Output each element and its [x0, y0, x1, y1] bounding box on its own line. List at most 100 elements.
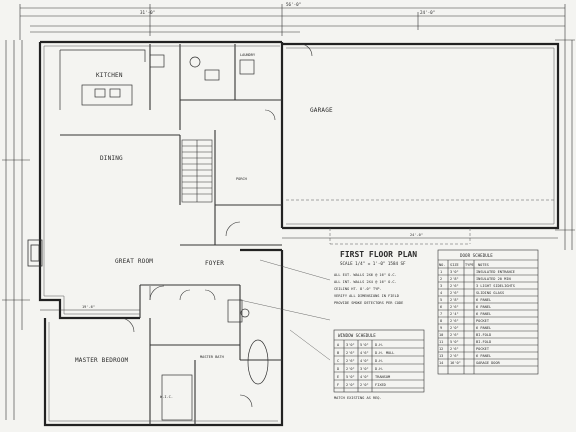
note-4: VERIFY ALL DIMENSIONS IN FIELD	[334, 294, 399, 298]
window-row-width: 2'6"	[346, 359, 355, 363]
door-row-notes: 6 PANEL	[476, 298, 491, 302]
door-row-notes: POCKET	[476, 347, 490, 351]
left-dimension: 31'-0"	[140, 10, 155, 15]
garage-label: GARAGE	[310, 107, 333, 114]
window-schedule-note: MATCH EXISTING AS REQ.	[334, 396, 382, 400]
window-row-mark: C	[337, 359, 339, 363]
right-dimension-lines	[555, 39, 575, 250]
door-row-size: 2'4"	[450, 312, 459, 316]
door-row-no: 9	[440, 326, 442, 330]
door-row-notes: GARAGE DOOR	[476, 361, 501, 365]
door-row-no: 10	[439, 333, 443, 337]
window-row-type: TRANSOM	[375, 375, 391, 379]
window-schedule-table	[333, 329, 425, 393]
door-row-no: 6	[440, 305, 442, 309]
door-row-notes: 6 PANEL	[476, 326, 491, 330]
door-row-no: 4	[440, 291, 442, 295]
left-bottom-dimension: 19'-6"	[82, 305, 95, 309]
door-row-no: 8	[440, 319, 442, 323]
leader-lines	[239, 259, 331, 361]
door-row-notes: SLIDING GLASS	[476, 291, 504, 295]
note-1: ALL EXT. WALLS 2X6 @ 16" O.C.	[334, 273, 397, 277]
window-row-mark: B	[337, 351, 339, 355]
door-header-no: NO.	[439, 263, 446, 267]
door-row-no: 2	[440, 277, 442, 281]
foyer-label: FOYER	[205, 260, 224, 267]
door-row-notes: 6 PANEL	[476, 354, 491, 358]
door-swings	[119, 43, 313, 408]
window-row-type: FIXED	[375, 383, 386, 387]
door-row-size: 2'6"	[450, 333, 459, 337]
master-bath-label: MASTER BATH	[200, 355, 224, 359]
window-row-height: 3'0"	[360, 367, 369, 371]
door-row-notes: 6 PANEL	[476, 305, 491, 309]
garage-bottom-dimension: 24'-0"	[410, 233, 423, 237]
door-row-no: 5	[440, 298, 442, 302]
door-row-notes: BI-FOLD	[476, 333, 491, 337]
laundry-label: LAUNDRY	[240, 53, 256, 57]
door-row-size: 2'6"	[450, 354, 459, 358]
door-header-type: TYPE	[465, 263, 474, 267]
door-row-size: 2'8"	[450, 277, 459, 281]
top-dimension-lines	[19, 4, 566, 40]
window-row-width: 5'0"	[346, 375, 355, 379]
bath-fixtures	[161, 299, 269, 421]
door-row-notes: 3 LIGHT SIDELIGHTS	[476, 284, 515, 288]
door-row-size: 2'6"	[450, 347, 459, 351]
window-row-width: 3'0"	[346, 343, 355, 347]
door-row-size: 2'6"	[450, 319, 459, 323]
door-row-size: 2'6"	[450, 305, 459, 309]
door-row-no: 11	[439, 340, 443, 344]
door-header-notes: NOTES	[478, 263, 489, 267]
fireplace	[27, 239, 43, 267]
door-row-notes: INSULATED ENTRANCE	[476, 270, 515, 274]
interior-walls	[60, 44, 282, 425]
door-row-no: 7	[440, 312, 442, 316]
door-row-no: 14	[439, 361, 443, 365]
plan-subtitle: SCALE 1/4" = 1'-0" 1584 SF	[340, 261, 406, 266]
window-row-height: 2'0"	[360, 383, 369, 387]
door-row-no: 1	[440, 270, 442, 274]
door-schedule-rows: 1 3'0" INSULATED ENTRANCE 2 2'8" INSULAT…	[439, 270, 515, 365]
kitchen-fixtures	[59, 49, 255, 110]
window-row-width: 2'0"	[346, 383, 355, 387]
door-schedule-table	[437, 249, 539, 375]
door-row-notes: POCKET	[476, 319, 490, 323]
door-schedule-title: DOOR SCHEDULE	[460, 253, 493, 258]
window-row-height: 5'0"	[360, 343, 369, 347]
window-row-height: 4'6"	[360, 351, 369, 355]
window-row-mark: F	[337, 383, 339, 387]
stairs	[181, 139, 213, 203]
window-row-width: 2'6"	[346, 351, 355, 355]
dining-label: DINING	[100, 155, 123, 162]
bottom-dimension-lines	[40, 237, 558, 311]
door-row-size: 3'0"	[450, 270, 459, 274]
window-schedule-title: WINDOW SCHEDULE	[338, 333, 376, 338]
door-header-size: SIZE	[450, 263, 459, 267]
kitchen-label: KITCHEN	[96, 72, 123, 79]
door-row-size: 2'6"	[450, 284, 459, 288]
porch-label: PORCH	[236, 177, 247, 181]
window-row-type: D.H.	[375, 359, 384, 363]
window-row-mark: D	[337, 367, 339, 371]
door-row-notes: BI-FOLD	[476, 340, 491, 344]
window-schedule-rows: A 3'0" 5'0" D.H. B 2'6" 4'6" D.H. MULL C…	[337, 343, 394, 387]
window-row-type: D.H.	[375, 343, 384, 347]
door-row-size: 2'0"	[450, 326, 459, 330]
door-row-size: 2'8"	[450, 298, 459, 302]
note-3: CEILING HT. 8'-0" TYP.	[334, 287, 382, 291]
door-row-size: 2'6"	[450, 291, 459, 295]
note-2: ALL INT. WALLS 2X4 @ 16" O.C.	[334, 280, 397, 284]
window-row-type: D.H.	[375, 367, 384, 371]
door-row-no: 12	[439, 347, 443, 351]
door-row-size: 5'0"	[450, 340, 459, 344]
plan-title: FIRST FLOOR PLAN	[340, 250, 417, 259]
wall-offsets	[43, 45, 555, 422]
window-row-mark: E	[337, 375, 339, 379]
right-dimension: 24'-0"	[420, 10, 435, 15]
left-dimension-lines	[2, 40, 30, 420]
garage-details	[286, 199, 554, 245]
great-room-label: GREAT ROOM	[115, 258, 153, 265]
window-row-type: D.H. MULL	[375, 351, 394, 355]
